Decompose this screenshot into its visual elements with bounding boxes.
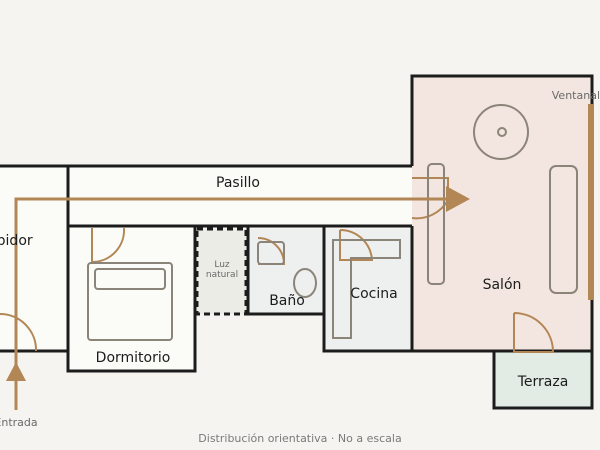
- pasillo-area: [68, 166, 412, 226]
- dormitorio-label: Dormitorio: [96, 350, 171, 366]
- bano-label: Baño: [269, 293, 305, 309]
- entrada-label: Entrada: [0, 416, 38, 429]
- toilet: [293, 268, 317, 298]
- cocina-label: Cocina: [350, 286, 397, 302]
- kitchen-counter: [332, 239, 401, 339]
- recibidor-label: Recibidor: [0, 233, 33, 249]
- light-well-label-1: Luz: [214, 260, 230, 270]
- route: [6, 186, 470, 410]
- dormitorio-area: [68, 226, 195, 371]
- furniture: [87, 104, 578, 341]
- sink: [257, 241, 285, 265]
- pasillo-label: Pasillo: [216, 175, 260, 191]
- entry-route-line: [14, 197, 450, 365]
- recibidor-area: [0, 166, 68, 351]
- tv-unit: [427, 163, 445, 285]
- table-center: [497, 127, 507, 137]
- entry-arrow-icon: [6, 362, 26, 381]
- dining-table: [473, 104, 529, 160]
- pillow: [94, 268, 166, 290]
- ventanal-label: Ventanal: [552, 89, 600, 102]
- terraza-area: [494, 351, 592, 408]
- salon-label: Salón: [483, 277, 522, 293]
- route-arrow-icon: [446, 186, 470, 212]
- footnote: Distribución orientativa · No a escala: [198, 432, 401, 445]
- light-well-label-2: natural: [206, 270, 238, 280]
- salon-area: [412, 76, 592, 351]
- light-well: [195, 227, 248, 316]
- terraza-label: Terraza: [517, 374, 569, 390]
- bed: [87, 262, 173, 341]
- sofa: [549, 165, 578, 294]
